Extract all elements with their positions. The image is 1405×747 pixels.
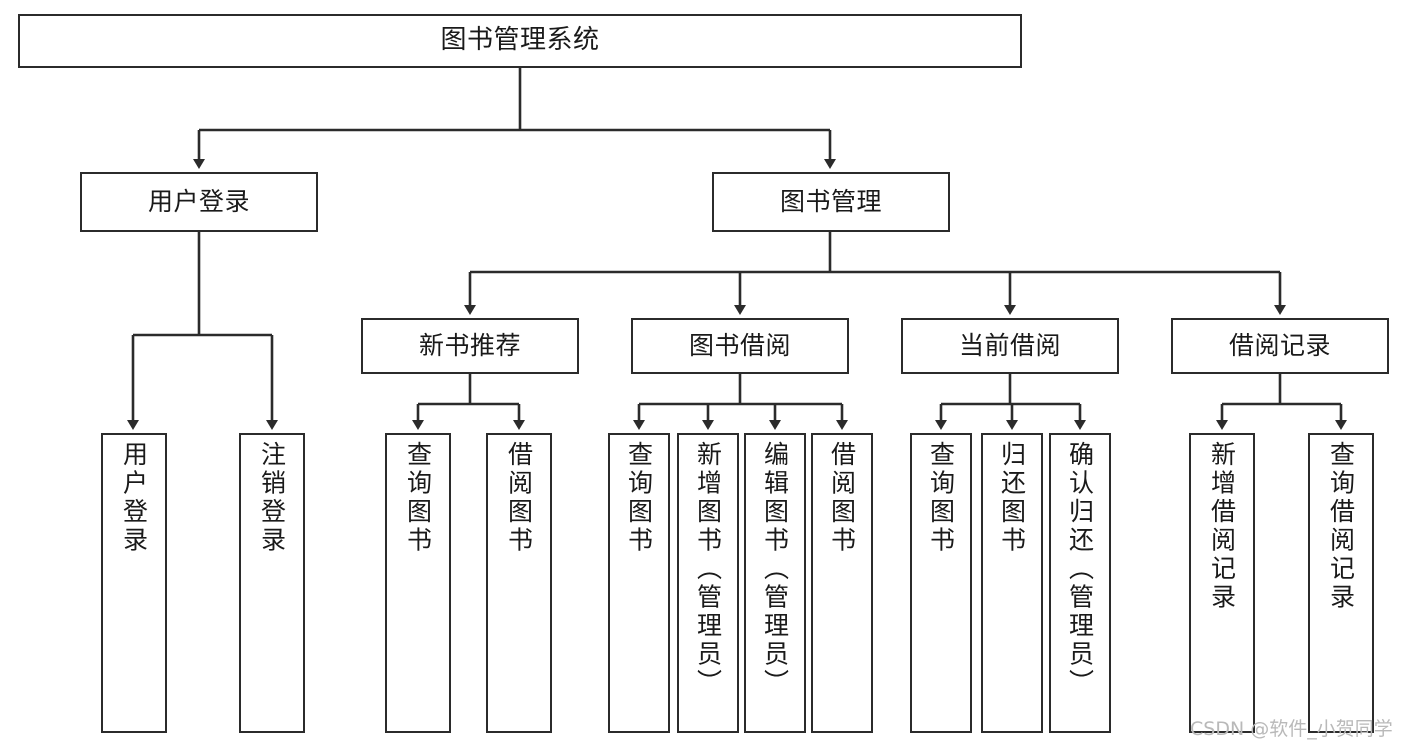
node-current-borrow-label: 当前借阅: [958, 331, 1061, 360]
leaf-current-query-book[interactable]: 查询图书: [910, 433, 972, 733]
node-root[interactable]: 图书管理系统: [18, 14, 1022, 68]
leaf-current-confirm-return-label: 确认归还（管理员）: [1065, 441, 1095, 698]
leaf-borrow-add-book[interactable]: 新增图书（管理员）: [677, 433, 739, 733]
leaf-user-login[interactable]: 用户登录: [101, 433, 167, 733]
leaf-borrow-query-book[interactable]: 查询图书: [608, 433, 670, 733]
leaf-borrow-lend-book[interactable]: 借阅图书: [811, 433, 873, 733]
leaf-current-return-book[interactable]: 归还图书: [981, 433, 1043, 733]
leaf-current-return-book-label: 归还图书: [997, 441, 1027, 555]
leaf-rec-query-book-label: 查询图书: [403, 441, 433, 555]
leaf-user-login-label: 用户登录: [119, 441, 149, 555]
leaf-borrow-query-book-label: 查询图书: [624, 441, 654, 555]
node-book-borrow[interactable]: 图书借阅: [631, 318, 849, 374]
node-user-login-label: 用户登录: [147, 187, 250, 216]
node-book-manage-label: 图书管理: [779, 187, 882, 216]
node-root-label: 图书管理系统: [440, 25, 600, 56]
node-borrow-record-label: 借阅记录: [1228, 331, 1331, 360]
leaf-borrow-add-book-label: 新增图书（管理员）: [693, 441, 723, 698]
node-book-borrow-label: 图书借阅: [688, 331, 791, 360]
leaf-borrow-edit-book-label: 编辑图书（管理员）: [760, 441, 790, 698]
leaf-user-logout-label: 注销登录: [257, 441, 287, 555]
leaf-current-confirm-return[interactable]: 确认归还（管理员）: [1049, 433, 1111, 733]
leaf-record-search[interactable]: 查询借阅记录: [1308, 433, 1374, 733]
leaf-rec-query-book[interactable]: 查询图书: [385, 433, 451, 733]
node-user-login[interactable]: 用户登录: [80, 172, 318, 232]
leaf-rec-borrow-book[interactable]: 借阅图书: [486, 433, 552, 733]
leaf-user-logout[interactable]: 注销登录: [239, 433, 305, 733]
leaf-current-query-book-label: 查询图书: [926, 441, 956, 555]
leaf-rec-borrow-book-label: 借阅图书: [504, 441, 534, 555]
leaf-record-add-label: 新增借阅记录: [1207, 441, 1237, 612]
csdn-watermark: CSDN @软件_小贺同学: [1190, 718, 1393, 740]
node-new-book-rec[interactable]: 新书推荐: [361, 318, 579, 374]
leaf-borrow-lend-book-label: 借阅图书: [827, 441, 857, 555]
leaf-record-search-label: 查询借阅记录: [1326, 441, 1356, 612]
node-new-book-rec-label: 新书推荐: [418, 331, 521, 360]
node-current-borrow[interactable]: 当前借阅: [901, 318, 1119, 374]
leaf-borrow-edit-book[interactable]: 编辑图书（管理员）: [744, 433, 806, 733]
node-book-manage[interactable]: 图书管理: [712, 172, 950, 232]
node-borrow-record[interactable]: 借阅记录: [1171, 318, 1389, 374]
leaf-record-add[interactable]: 新增借阅记录: [1189, 433, 1255, 733]
